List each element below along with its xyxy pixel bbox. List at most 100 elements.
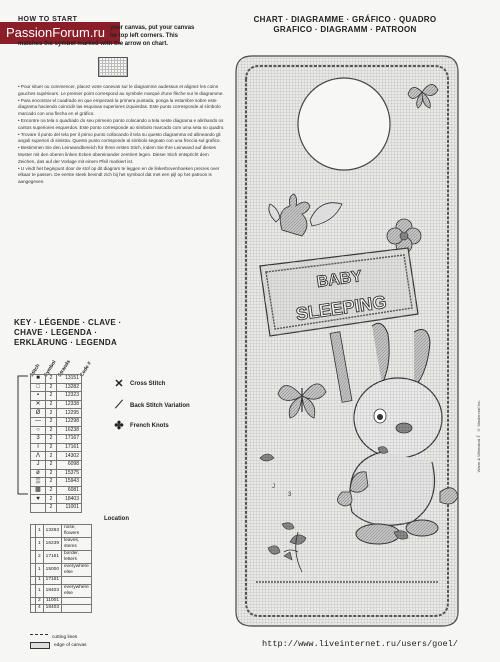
key-heading: KEY · LÉGENDE · CLAVE · CHAVE · LEGENDA … xyxy=(14,318,122,348)
angel-bunny xyxy=(268,193,343,237)
instructions-block: • Pour situer ou commencer, placez votre… xyxy=(18,84,226,186)
french-knot-icon: ✤ xyxy=(114,420,124,432)
cross-stitch-bracket xyxy=(17,375,28,495)
key-heading-line: KEY · LÉGENDE · CLAVE · xyxy=(14,318,122,327)
key-code: 15375 xyxy=(56,468,82,479)
chart-heading-line: CHART · DIAGRAMME · GRÁFICO · QUADRO xyxy=(253,15,437,24)
how-to-start: HOW TO START your canvas, put your canva… xyxy=(18,16,218,48)
key-strands: 2 xyxy=(45,502,57,513)
key-symbol: — xyxy=(30,416,46,427)
edge-canvas-label: edge of canvas xyxy=(54,642,87,648)
how-to-line: matches the symbol marked with the arrow… xyxy=(18,41,169,47)
key-strands: 2 xyxy=(45,459,57,470)
key-strands: 2 xyxy=(45,485,57,496)
instruction-fr: • Pour situer ou commencer, placez votre… xyxy=(18,84,224,96)
location-strands: 1 xyxy=(35,583,44,598)
key-strands: 2 xyxy=(45,408,57,418)
location-heading: Location xyxy=(104,516,129,522)
location-strands: 2 xyxy=(35,596,44,606)
key-code: 12323 xyxy=(56,391,82,401)
key-code: 14302 xyxy=(56,451,82,461)
key-symbol: ▪ xyxy=(30,391,46,401)
location-strands: 1 xyxy=(35,576,44,585)
cross-stitch-icon: ✕ xyxy=(114,378,124,390)
location-code: 13283 xyxy=(42,524,63,538)
cutting-lines-label: cutting lines xyxy=(52,634,78,640)
location-text xyxy=(61,596,92,606)
key-code: 16238 xyxy=(56,425,82,436)
knob-hole xyxy=(297,77,391,171)
how-to-heading: HOW TO START xyxy=(18,16,78,23)
location-strands: 4 xyxy=(35,604,44,613)
source-url: http://www.liveinternet.ru/users/goel/ xyxy=(262,639,458,649)
key-symbol: ○ xyxy=(30,425,46,436)
location-code: 11001 xyxy=(42,596,63,606)
chart-heading: CHART · DIAGRAMME · GRÁFICO · QUADRO GRA… xyxy=(240,15,450,35)
cutting-lines-item: cutting lines xyxy=(30,633,87,641)
edge-swatch xyxy=(30,641,50,649)
key-strands: 2 xyxy=(45,399,57,410)
key-code: 12295 xyxy=(56,408,82,418)
edge-canvas-item: edge of canvas xyxy=(30,641,87,649)
instruction-nl: • U vindt het beginpunt door de stof op … xyxy=(18,165,220,184)
key-code: 6081 xyxy=(56,485,82,496)
key-symbol: Ø xyxy=(30,408,46,418)
location-code: 16239 xyxy=(42,537,63,551)
key-strands: 2 xyxy=(45,382,57,393)
legend-back: ⟋ Back Stitch Variation xyxy=(112,399,190,412)
location-text: everywhere else xyxy=(61,563,92,577)
key-symbol: J xyxy=(30,459,46,470)
key-strands: 2 xyxy=(45,494,57,504)
baby-sleeping-sign: BABY SLEEPING xyxy=(259,247,419,337)
butterfly-left xyxy=(277,383,327,419)
key-code: 17161 xyxy=(56,442,82,453)
door-hanger-chart: BABY SLEEPING xyxy=(235,55,459,627)
key-strands: 2 xyxy=(45,442,57,453)
key-strands: 2 xyxy=(45,416,57,427)
key-code: 18403 xyxy=(56,494,82,504)
svg-text:3: 3 xyxy=(288,492,292,498)
key-strands: 2 xyxy=(45,434,57,444)
key-symbol: ■ xyxy=(30,374,46,384)
key-symbol: ▒ xyxy=(30,477,46,487)
key-symbol xyxy=(30,502,46,513)
back-stitch-icon: ⟋ xyxy=(115,399,123,411)
key-heading-line: ERKLÄRUNG · LEGENDA xyxy=(14,338,118,347)
cutting-line-swatch xyxy=(30,634,48,640)
location-code: 17161 xyxy=(42,550,63,564)
location-strands: 1 xyxy=(35,537,44,551)
how-to-line: your canvas, put your canvas xyxy=(110,25,195,31)
instruction-es: • Para encontrar el cuadrado en que empe… xyxy=(18,97,221,116)
key-symbol: Λ xyxy=(30,451,46,461)
location-strands: 1 xyxy=(35,563,44,577)
location-swatch xyxy=(30,604,36,613)
location-text: everywhere else xyxy=(61,583,92,598)
location-swatch xyxy=(30,583,36,598)
key-symbol: ▩ xyxy=(30,485,46,496)
location-strands: 1 xyxy=(35,524,44,538)
location-swatch xyxy=(30,563,36,577)
sign-post xyxy=(329,331,353,403)
key-symbol: ø xyxy=(30,468,46,479)
key-heading-line: CHAVE · LEGENDA · xyxy=(14,328,98,337)
key-symbol: l xyxy=(30,442,46,453)
location-text xyxy=(61,576,92,585)
location-strands: 2 xyxy=(35,550,44,564)
